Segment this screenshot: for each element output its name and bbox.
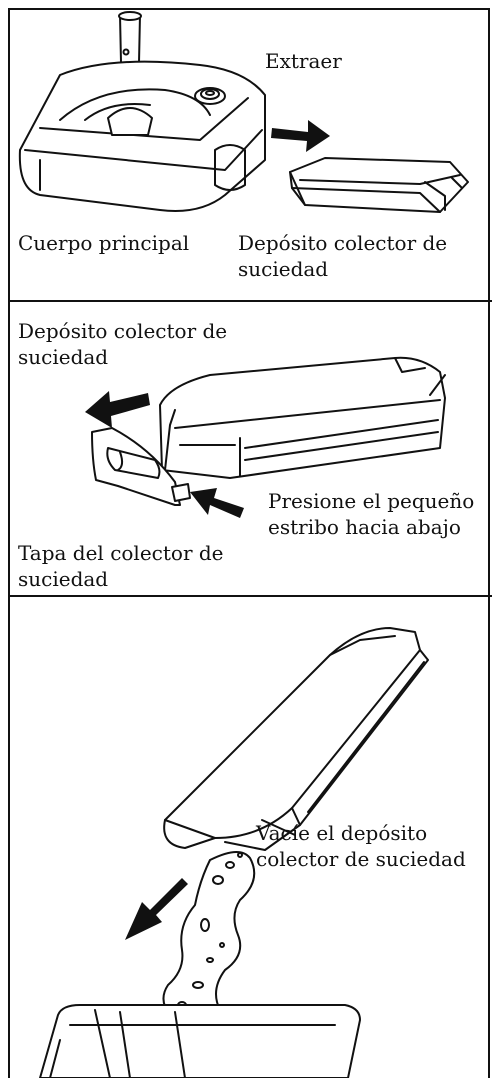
manual-frame — [8, 8, 490, 1078]
extract-label: Extraer — [265, 49, 342, 73]
lid-label: Tapa del colector de suciedad — [18, 541, 224, 591]
section-divider-1 — [8, 300, 492, 302]
dirt-container-small — [289, 157, 469, 213]
dirt-container-lid — [91, 427, 191, 506]
press-arrow-icon — [190, 488, 244, 518]
extract-arrow-icon — [271, 120, 330, 152]
trash-bin — [39, 1004, 361, 1078]
press-stirrup-label: Presione el pequeño estribo hacia abajo — [268, 489, 475, 539]
dirt-container-tilted — [163, 627, 429, 851]
empty-container-label: Vacíe el depósito colector de suciedad — [256, 821, 466, 871]
dirt-container-label-step1: Depósito colector de suciedad — [238, 231, 448, 281]
dirt-container-label-step2: Depósito colector de suciedad — [18, 319, 228, 369]
sweeper-main-body — [18, 11, 266, 212]
pour-arrow-icon — [125, 878, 188, 940]
section-divider-2 — [8, 595, 492, 597]
remove-lid-arrow-icon — [85, 391, 150, 428]
main-body-label: Cuerpo principal — [18, 231, 190, 255]
dirt-container-large — [159, 356, 446, 479]
falling-dirt — [162, 851, 256, 1023]
